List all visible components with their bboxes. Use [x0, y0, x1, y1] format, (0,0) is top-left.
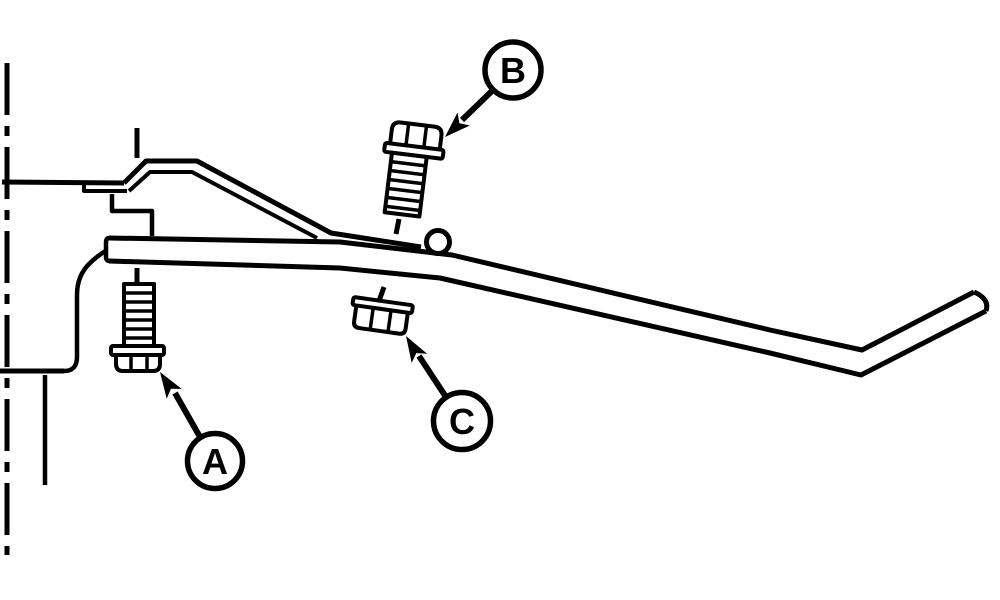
- bracket-arm-inner-edge: [127, 170, 318, 240]
- nut-c-facets: [368, 307, 393, 332]
- bracket-notch: [109, 194, 155, 236]
- bolt-b: [382, 120, 446, 219]
- panel-lip: [82, 184, 127, 193]
- callout-a-leader-line: [172, 391, 203, 439]
- rolled-hook: [424, 228, 452, 256]
- lever-rod-top-edge: [108, 235, 976, 353]
- callout-b-badge: [482, 39, 544, 101]
- bolt-a-thread-lines: [124, 291, 154, 340]
- callout-b-label: B: [500, 50, 526, 91]
- bolt-a-head-facets: [129, 355, 149, 370]
- lever-rod-bottom-edge: [108, 258, 988, 378]
- callout-a-badge: [184, 430, 246, 492]
- bolt-a-flange: [109, 344, 166, 357]
- bolt-a: [109, 282, 166, 373]
- axis-dash-b: [393, 218, 402, 235]
- callout-b-leader-line: [459, 87, 496, 123]
- callout-a-label: A: [202, 441, 228, 482]
- callout-c-badge: [430, 389, 494, 453]
- callout-c-arrowhead-icon: [406, 336, 428, 363]
- callout-b: B: [445, 39, 544, 137]
- bolt-b-hex-head: [388, 120, 444, 150]
- bolt-a-hex-head: [114, 355, 162, 373]
- callout-b-arrowhead-icon: [445, 112, 470, 137]
- nut-c-hex-body: [352, 305, 410, 336]
- callout-a: A: [160, 372, 246, 492]
- callout-c-label: C: [449, 401, 475, 442]
- lever-rod-left-cap: [103, 235, 111, 264]
- nut-c: [350, 295, 415, 336]
- callout-c: C: [406, 336, 494, 453]
- bracket-arm-outer-edge: [122, 158, 422, 250]
- line-art: [0, 63, 990, 555]
- panel-edge: [1, 179, 125, 186]
- callout-a-arrowhead-icon: [160, 372, 182, 399]
- bolt-b-threads: [382, 150, 429, 219]
- nut-c-flange: [350, 295, 415, 315]
- callout-c-leader-line: [416, 354, 449, 399]
- support-leg: [63, 248, 109, 374]
- bolt-b-head-facets: [404, 124, 429, 148]
- bolt-b-thread-lines: [385, 159, 426, 213]
- lever-rod-tip-cap: [972, 289, 990, 312]
